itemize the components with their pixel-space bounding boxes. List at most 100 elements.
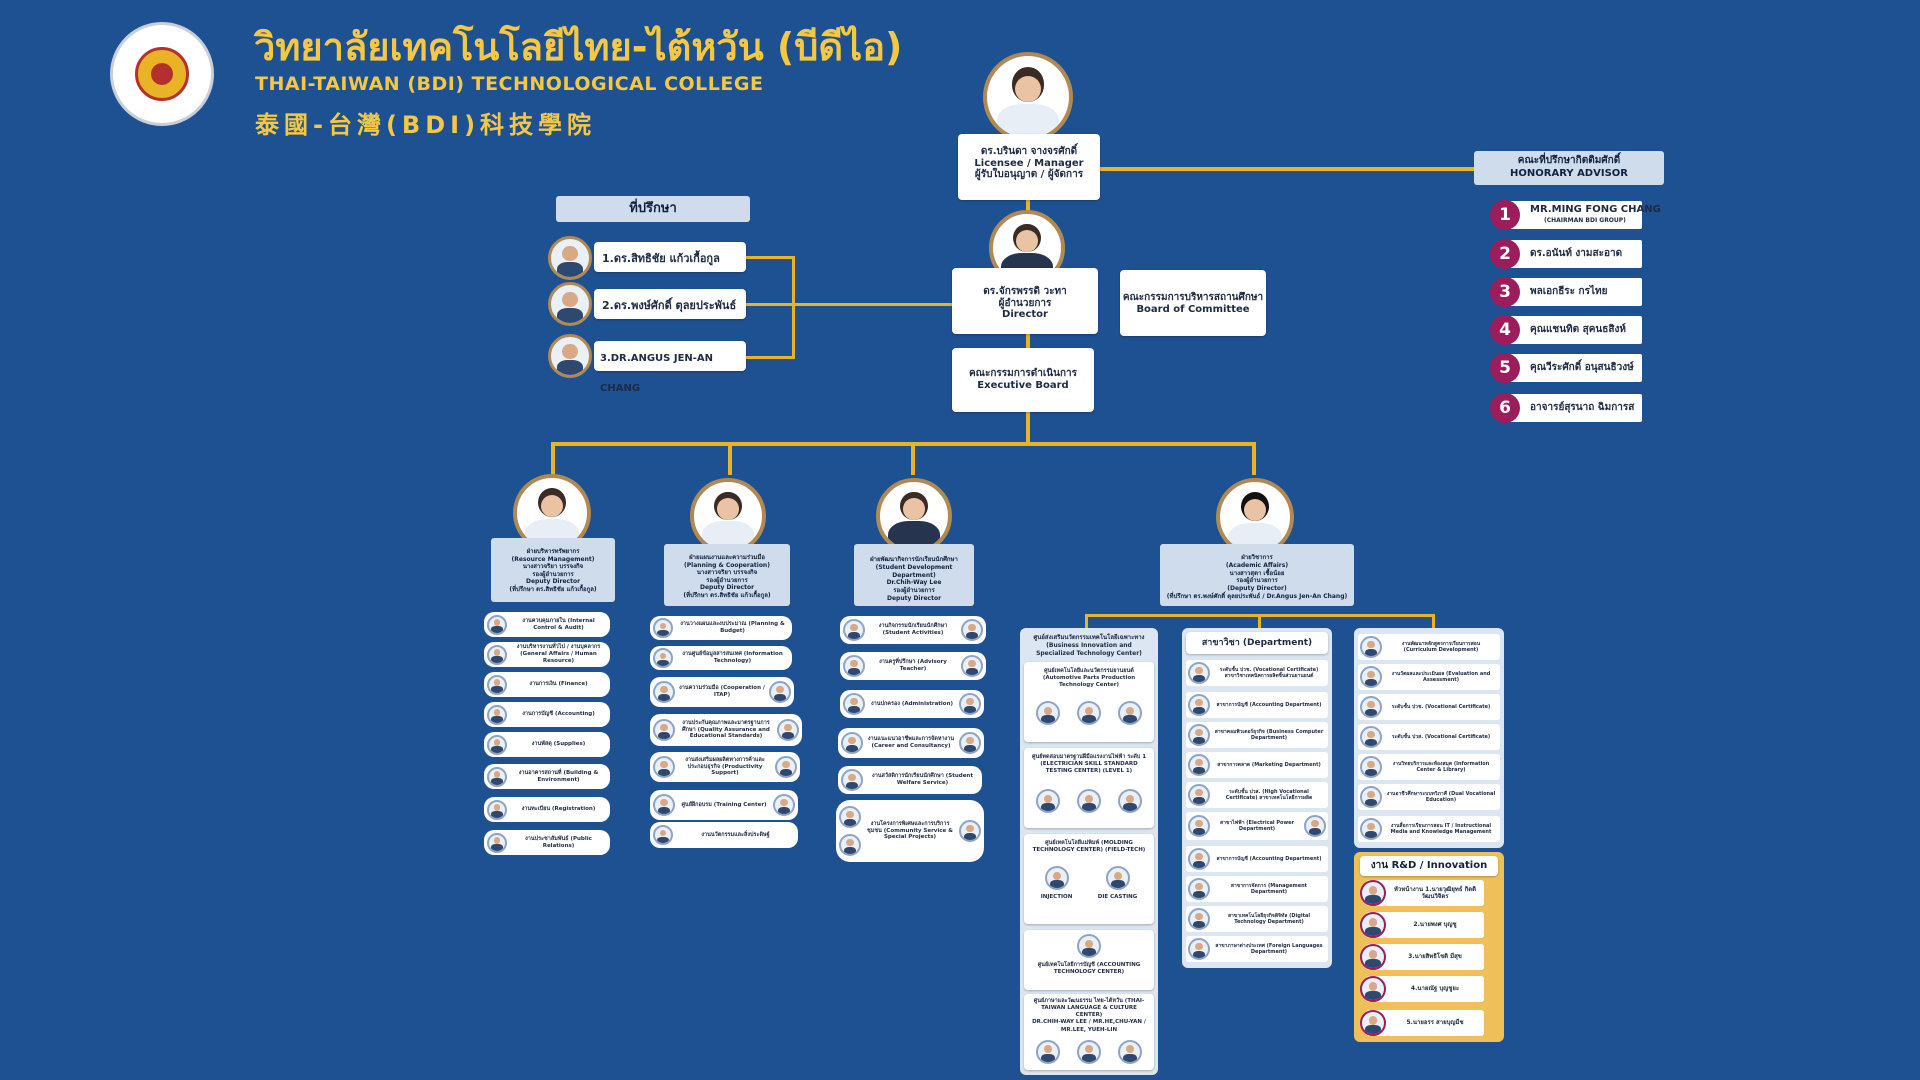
list-item: สาขาการตลาด (Marketing Department): [1186, 752, 1328, 778]
center-sub-label: INJECTION: [1040, 894, 1073, 901]
honorary-title: คณะที่ปรึกษากิตติมศักดิ์ HONORARY ADVISO…: [1474, 151, 1664, 185]
list-item: งานอาชีวศึกษาระบบทวิภาคี (Dual Vocationa…: [1358, 784, 1500, 810]
department-role-en: Deputy Director: [699, 584, 755, 591]
list-item: งานบริหารงานทั่วไป / งานบุคลากร (General…: [484, 642, 610, 667]
honorary-title-th: คณะที่ปรึกษากิตติมศักดิ์: [1517, 155, 1621, 166]
list-item-label: งานวางแผนและงบประมาณ (Planning & Budget): [680, 621, 785, 634]
list-item-label: สาขาการบัญชี (Accounting Department): [1216, 701, 1322, 708]
list-item-label: งานทะเบียน (Registration): [521, 806, 596, 813]
center-card-label: ศูนย์เทคโนโลยีแม่พิมพ์ (MOLDING TECHNOLO…: [1032, 840, 1146, 854]
list-item: 4.นายณัฐ บุญชูยะ: [1360, 976, 1484, 1002]
list-item-label: งานอาชีวศึกษาระบบทวิภาคี (Dual Vocationa…: [1386, 790, 1496, 803]
center-card: ศูนย์เทคโนโลยีและนวัตกรรมยานยนต์ (Automo…: [1024, 662, 1154, 742]
department-person: Dr.Chih-Way Lee: [886, 579, 942, 587]
board-of-committee-box: คณะกรรมการบริหารสถานศึกษา Board of Commi…: [1120, 270, 1266, 336]
list-item-label: สาขาการตลาด (Marketing Department): [1217, 761, 1321, 768]
list-item-label: งานการเงิน (Finance): [529, 681, 588, 688]
list-item-label: งานการบัญชี (Accounting): [522, 711, 595, 718]
licensee-role-th: ผู้รับใบอนุญาต / ผู้จัดการ: [974, 169, 1084, 180]
list-item: งานศูนย์ข้อมูลสารสนเทศ (Information Tech…: [650, 646, 792, 670]
staff-photo: [1117, 789, 1142, 814]
honorary-item-sub: (CHAIRMAN BDI GROUP): [1544, 217, 1626, 224]
department-name-en: (Academic Affairs): [1225, 561, 1289, 569]
list-item-label: สาขาไฟฟ้า (Electrical Power Department): [1220, 819, 1294, 832]
department-person: นางสาวจริยา บรรจงกิจ: [696, 569, 758, 576]
list-item-label: ศูนย์ฝึกอบรม (Training Center): [681, 801, 767, 808]
advisor-item: 2.ดร.พงษ์ศักดิ์ ตุลยประพันธ์: [594, 289, 746, 319]
department-role: รองผู้อำนวยการ: [706, 576, 748, 584]
director-role-th: ผู้อำนวยการ: [998, 297, 1052, 309]
list-item: สาขาไฟฟ้า (Electrical Power Department): [1186, 812, 1328, 840]
honorary-item: อาจารย์สุรนาถ ฉิมการส: [1502, 394, 1642, 422]
list-item: งานนวัตกรรมและสิ่งประดิษฐ์: [650, 822, 798, 848]
honorary-item-name: MR.MING FONG CHANG: [1530, 204, 1661, 215]
list-item: งานการเงิน (Finance): [484, 672, 610, 697]
list-item: งานแนะแนวอาชีพและการจัดหางาน (Career and…: [838, 728, 984, 758]
number-badge: 1: [1490, 200, 1520, 230]
list-item-label: ระดับชั้น ปวส. (High Vocational Certific…: [1225, 788, 1313, 801]
department-name-en: (Student Development Department): [875, 563, 953, 579]
department-note: (ที่ปรึกษา ดร.สิทธิชัย แก้วเกื้อกูล): [683, 591, 771, 599]
connector: [745, 303, 795, 306]
board-of-committee-en: Board of Committee: [1136, 303, 1250, 315]
list-item: งานสวัสดิการนักเรียนนักศึกษา (Student We…: [838, 766, 982, 794]
connector: [1098, 167, 1476, 171]
department-role: รองผู้อำนวยการ: [532, 570, 574, 578]
rd-innovation-title: งาน R&D / Innovation: [1360, 856, 1498, 876]
connector: [1432, 614, 1435, 628]
center-card-label: ศูนย์เทคโนโลยีและนวัตกรรมยานยนต์ (Automo…: [1042, 668, 1136, 689]
honorary-item: คุณแชนทิต สุคนธสิงห์: [1502, 316, 1642, 344]
list-item: ระดับชั้น ปวส. (High Vocational Certific…: [1186, 782, 1328, 808]
department-person: นางสาวจริยา บรรจงกิจ: [522, 563, 584, 570]
center-card-label: ศูนย์ภาษาและวัฒนธรรม ไทย-ไต้หวัน (THAI-T…: [1033, 998, 1145, 1019]
list-item: งานวัดผลและประเมินผล (Evaluation and Ass…: [1358, 664, 1500, 690]
department-head-photo: [690, 478, 766, 554]
list-item-label: 5.นายอรร สายบุญมีช: [1406, 1019, 1464, 1027]
list-item-label: สาขาภาษาต่างประเทศ (Foreign Languages De…: [1215, 942, 1323, 955]
technology-center-title: ศูนย์ส่งเสริมนวัตกรรมเทคโนโลยีเฉพาะทาง (…: [1033, 634, 1145, 657]
department-note: (ที่ปรึกษา ดร.พงษ์ศักดิ์ ตุลยประพันธ์ / …: [1166, 592, 1348, 600]
department-role-en: Deputy Director: [525, 578, 581, 585]
executive-board-en: Executive Board: [977, 379, 1069, 391]
connector: [792, 303, 952, 306]
list-item: ระดับชั้น ปวช. (Vocational Certificate): [1358, 694, 1500, 720]
center-card-label: DR.CHIH-WAY LEE / MR.HE,CHU-YAN / MR.LEE…: [1032, 1019, 1146, 1033]
list-item: สาขาเทคโนโลยีธุรกิจดิจิทัล (Digital Tech…: [1186, 906, 1328, 932]
executive-board-th: คณะกรรมการดำเนินการ: [968, 368, 1077, 379]
department-role: รองผู้อำนวยการ: [893, 587, 935, 595]
list-item: สาขาการบัญชี (Accounting Department): [1186, 692, 1328, 718]
list-item-label: งานความร่วมมือ (Cooperation / ITAP): [679, 685, 765, 698]
list-item: งานพัสดุ (Supplies): [484, 732, 610, 757]
list-item-label: งานโครงการพิเศษและการบริการชุมชน (Commun…: [867, 820, 953, 841]
staff-photo: [1117, 1039, 1142, 1064]
connector: [745, 256, 795, 259]
honorary-item: พลเอกธีระ กรไทย: [1502, 278, 1642, 306]
department-name-th: ฝ่ายแผนงานและความร่วมมือ: [689, 554, 765, 561]
list-item: 2.นายพงศ บุญชู: [1360, 912, 1484, 938]
list-item: 5.นายอรร สายบุญมีช: [1360, 1010, 1484, 1036]
center-card: ศูนย์ทดสอบมาตรฐานฝีมือแรงงานไฟฟ้า ระดับ …: [1024, 748, 1154, 828]
list-item: สาขาคอมพิวเตอร์ธุรกิจ (Business Computer…: [1186, 722, 1328, 748]
header-title-cn: 泰國-台灣(BDI)科技學院: [255, 111, 597, 139]
advisor-item-label: 2.ดร.พงษ์ศักดิ์ ตุลยประพันธ์: [602, 299, 737, 312]
list-item-label: งานควบคุมภายใน (Internal Control & Audit…: [522, 617, 595, 631]
department-role-en: Deputy Director: [886, 594, 942, 602]
advisor-item-label: 3.DR.ANGUS JEN-AN CHANG: [600, 353, 714, 394]
list-item: งานประชาสัมพันธ์ (Public Relations): [484, 830, 610, 855]
list-item: หัวหน้างาน 1.นายวุฒิยุทธ์ กิตติวัฒนวิจิต…: [1360, 880, 1484, 906]
list-item-label: งานแนะแนวอาชีพและการจัดหางาน (Career and…: [867, 736, 955, 749]
list-item: สาขาการบัญชี (Accounting Department): [1186, 846, 1328, 872]
list-item: งานสื่อการเรียนการสอน IT / Instructional…: [1358, 816, 1500, 842]
list-item-label: งานปกครอง (Administration): [870, 700, 954, 707]
list-item-label: งานวัดผลและประเมินผล (Evaluation and Ass…: [1391, 670, 1491, 683]
staff-photo: [1044, 866, 1069, 891]
list-item: สาขาการจัดการ (Management Department): [1186, 876, 1328, 902]
connector: [728, 442, 732, 475]
list-item: งานอาคารสถานที่ (Building & Environment): [484, 764, 610, 789]
number-badge: 3: [1490, 277, 1520, 307]
list-item: สาขาภาษาต่างประเทศ (Foreign Languages De…: [1186, 936, 1328, 962]
department-person: นางสาวสุดา เชื้อน้อย: [1229, 569, 1285, 577]
list-item: ระดับชั้น ปวช. (Vocational Certificate) …: [1186, 660, 1328, 686]
department-note: (ที่ปรึกษา ดร.สิทธิชัย แก้วเกื้อกูล): [509, 585, 597, 593]
list-item: งานการบัญชี (Accounting): [484, 702, 610, 727]
